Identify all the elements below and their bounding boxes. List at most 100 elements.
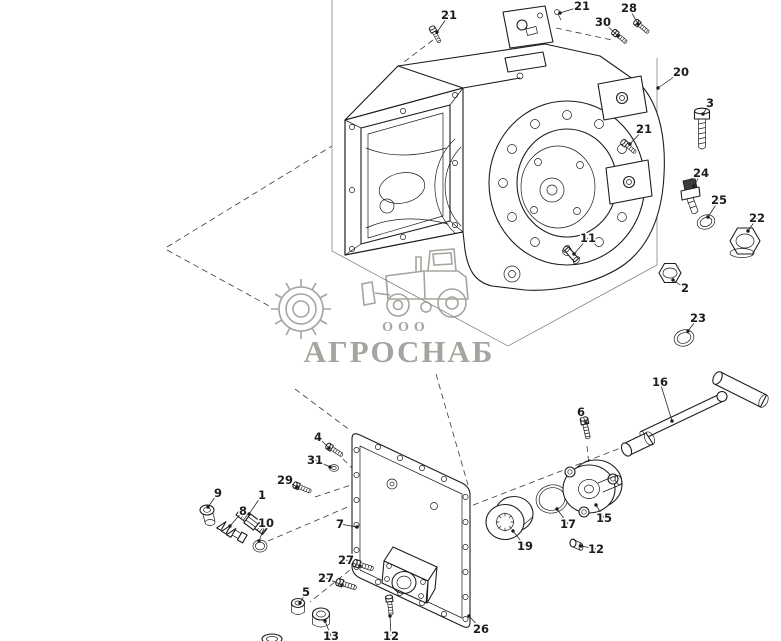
svg-text:22: 22 (749, 211, 765, 225)
construction-lines (166, 27, 637, 603)
svg-text:12: 12 (383, 629, 399, 641)
svg-text:28: 28 (621, 1, 637, 15)
svg-text:10: 10 (258, 516, 274, 530)
tractor-icon (361, 248, 469, 318)
callout-25: 25 (706, 192, 729, 219)
svg-text:6: 6 (577, 405, 585, 419)
part-26-cover-plate (351, 433, 471, 628)
callout-23: 23 (686, 310, 708, 333)
callout-27: 27 (336, 552, 362, 569)
part-25-oring (696, 214, 716, 230)
svg-text:26: 26 (473, 622, 489, 636)
svg-text:21: 21 (636, 122, 652, 136)
part-15-pump-cover (562, 459, 623, 518)
part-23-oring (673, 329, 695, 347)
part-22-plug (729, 227, 761, 258)
callout-20: 20 (656, 64, 691, 90)
svg-text:11: 11 (580, 231, 596, 245)
callout-13: 13 (321, 619, 341, 641)
svg-text:24: 24 (693, 166, 709, 180)
svg-text:31: 31 (307, 453, 323, 467)
svg-text:19: 19 (517, 539, 533, 553)
callout-24: 24 (691, 165, 711, 188)
callout-3: 3 (701, 95, 716, 116)
callout-19: 19 (511, 529, 535, 555)
svg-text:3: 3 (706, 96, 714, 110)
part-6-bolt (579, 415, 593, 441)
plate-adapter-boss (381, 546, 438, 604)
part-20-housing-drawing (344, 5, 665, 291)
callout-4: 4 (312, 429, 331, 450)
callout-2: 2 (671, 278, 691, 297)
part-4-bolt (324, 441, 345, 459)
svg-text:27: 27 (318, 571, 334, 585)
callout-29: 29 (275, 472, 299, 489)
part-21-screw-b (554, 9, 562, 21)
callout-28: 28 (619, 0, 640, 26)
watermark: ООО АГРОСНАБ (271, 248, 495, 369)
part-24-sensor (680, 177, 701, 215)
callout-26: 26 (467, 614, 491, 638)
part-27-bolt-b (334, 577, 358, 592)
callout-21: 21 (435, 7, 459, 34)
part-13-bushing (311, 607, 331, 628)
callout-15: 15 (594, 503, 614, 527)
svg-text:7: 7 (336, 517, 344, 531)
svg-text:20: 20 (673, 65, 689, 79)
callout-27: 27 (316, 570, 344, 587)
svg-text:23: 23 (690, 311, 706, 325)
svg-text:5: 5 (302, 585, 310, 599)
part-19-gear (485, 495, 534, 541)
callout-6: 6 (575, 404, 588, 425)
svg-text:30: 30 (595, 15, 611, 29)
callout-12: 12 (579, 541, 606, 558)
flange-bolt-holes (498, 110, 636, 256)
callout-21: 21 (628, 121, 654, 146)
callout-1: 1 (247, 487, 268, 516)
callout-8: 8 (228, 503, 249, 528)
part-12-plug-right (569, 538, 584, 551)
part-5-plug (290, 597, 306, 615)
svg-text:25: 25 (711, 193, 727, 207)
callout-7: 7 (334, 516, 359, 533)
svg-text:1: 1 (258, 488, 266, 502)
callout-layer: 2121302820321242522112231661517121943129… (206, 0, 767, 641)
callout-21: 21 (558, 0, 592, 15)
part-1-connector (235, 508, 268, 535)
callout-31: 31 (305, 452, 332, 469)
svg-text:21: 21 (441, 8, 457, 22)
svg-text:16: 16 (652, 375, 668, 389)
svg-text:2: 2 (681, 281, 689, 295)
callout-10: 10 (256, 515, 276, 543)
part-11-pin (562, 244, 581, 265)
callout-5: 5 (298, 584, 312, 605)
callout-22: 22 (746, 210, 767, 233)
svg-text:12: 12 (588, 542, 604, 556)
part-30-bolt (610, 28, 629, 46)
svg-text:4: 4 (314, 430, 322, 444)
svg-text:29: 29 (277, 473, 293, 487)
svg-text:17: 17 (560, 517, 576, 531)
part-16-handle (620, 371, 769, 457)
callout-11: 11 (572, 230, 598, 256)
part-29-bolt (291, 480, 313, 495)
part-2-plug (658, 262, 682, 284)
part-28-bolt (632, 18, 651, 36)
svg-text:15: 15 (596, 511, 612, 525)
svg-text:9: 9 (214, 486, 222, 500)
callout-16: 16 (650, 374, 674, 423)
callout-17: 17 (555, 507, 578, 533)
callout-30: 30 (593, 14, 620, 38)
gear-icon (271, 279, 331, 339)
svg-text:27: 27 (338, 553, 354, 567)
part-7-gasket-line (359, 445, 463, 619)
watermark-prefix: ООО (382, 320, 430, 335)
edge-clipped-part (261, 633, 283, 641)
watermark-company-name: АГРОСНАБ (304, 334, 495, 369)
svg-text:13: 13 (323, 629, 339, 641)
callout-12: 12 (381, 614, 401, 641)
part-8-nipple (216, 521, 248, 544)
callout-9: 9 (206, 485, 224, 509)
